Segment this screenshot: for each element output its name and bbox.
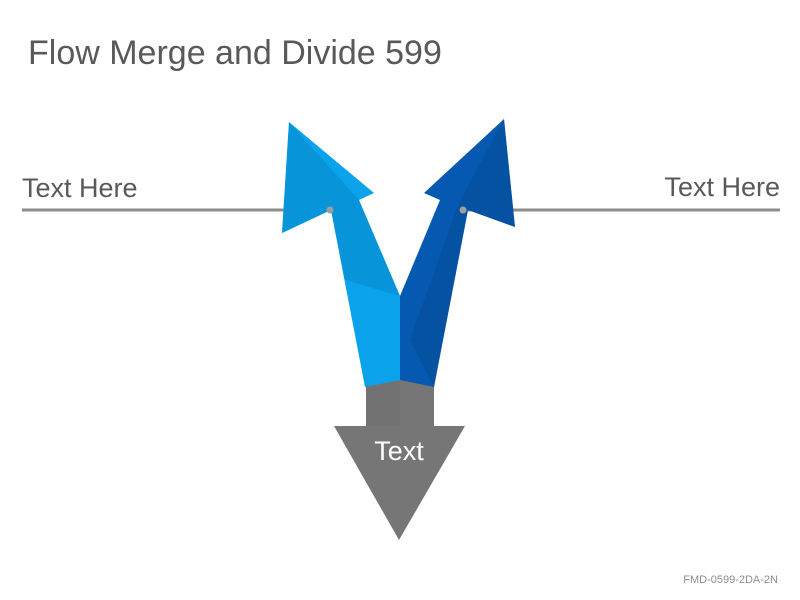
- down-arrow-icon: [334, 378, 465, 540]
- arrow-up-left-icon: [282, 122, 400, 387]
- center-text-label: Text: [374, 436, 424, 466]
- left-connector-dot: [326, 206, 334, 214]
- slide-title: Flow Merge and Divide 599: [28, 34, 442, 72]
- right-connector-dot: [459, 206, 467, 214]
- left-text-label: Text Here: [22, 173, 138, 203]
- right-text-label: Text Here: [664, 172, 780, 202]
- footer-code: FMD-0599-2DA-2N: [683, 574, 778, 586]
- arrow-up-right-icon: [400, 119, 515, 387]
